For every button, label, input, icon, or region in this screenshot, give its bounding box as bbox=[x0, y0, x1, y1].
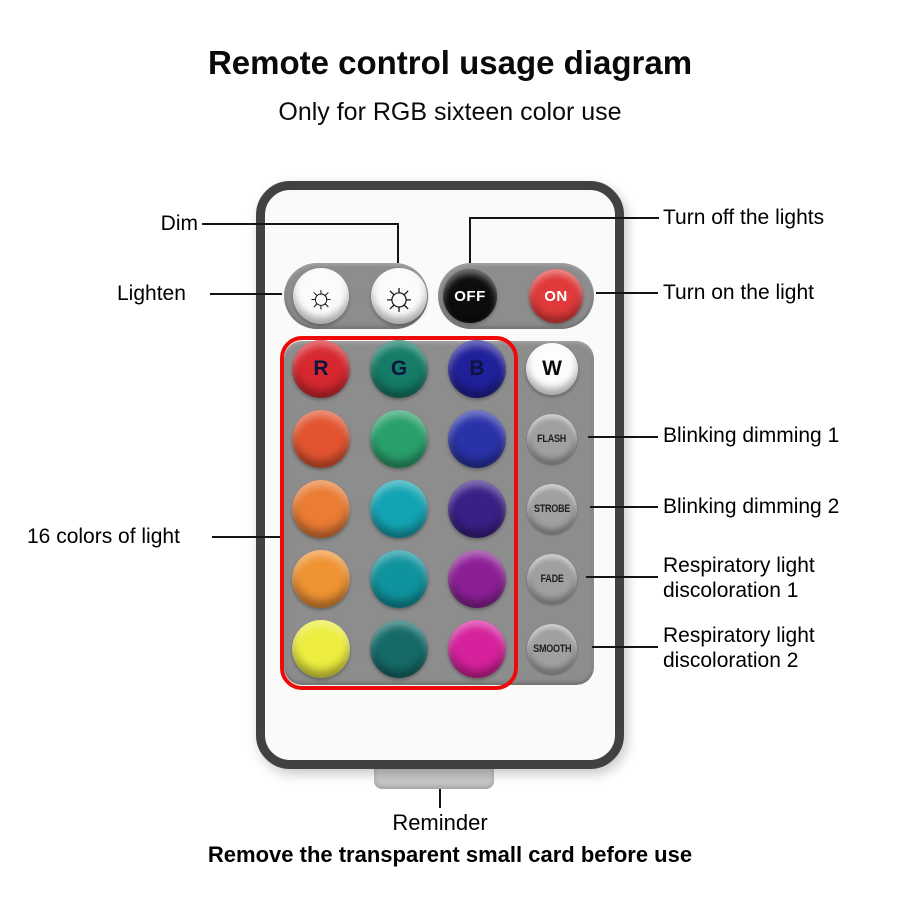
color-button[interactable] bbox=[370, 480, 428, 538]
callout-line-lighten bbox=[210, 293, 282, 295]
callout-line-reminder bbox=[439, 789, 441, 808]
strobe-button-label: STROBE bbox=[533, 503, 571, 515]
off-button-label: OFF bbox=[454, 287, 486, 305]
callout-line-strobe bbox=[590, 506, 658, 508]
callout-turn-on: Turn on the light bbox=[663, 281, 814, 304]
callout-lighten: Lighten bbox=[117, 282, 186, 305]
page-subtitle: Only for RGB sixteen color use bbox=[278, 98, 622, 126]
flash-button[interactable]: FLASH bbox=[527, 414, 577, 464]
color-button-blue[interactable]: B bbox=[448, 340, 506, 398]
callout-blinking-1: Blinking dimming 1 bbox=[663, 424, 840, 447]
fade-button-label: FADE bbox=[540, 573, 564, 585]
callout-line-turnoff-rise bbox=[469, 217, 471, 263]
callout-sixteen-colors: 16 colors of light bbox=[27, 525, 180, 548]
callout-line-sixteen-colors bbox=[212, 536, 280, 538]
dim-sun-icon: ☼ bbox=[306, 278, 336, 314]
color-button[interactable] bbox=[448, 480, 506, 538]
reminder-text: Remove the transparent small card before… bbox=[207, 842, 693, 867]
callout-line-turnon bbox=[596, 292, 658, 294]
color-button[interactable] bbox=[292, 550, 350, 608]
color-button[interactable] bbox=[292, 480, 350, 538]
callout-line-dim-drop bbox=[397, 223, 399, 263]
sixteen-colors-outline bbox=[280, 336, 518, 690]
color-button-label: R bbox=[313, 357, 329, 380]
callout-blinking-2: Blinking dimming 2 bbox=[663, 495, 840, 518]
white-button[interactable]: W bbox=[526, 343, 578, 395]
lighten-button[interactable]: ☼ bbox=[371, 268, 427, 324]
on-button[interactable]: ON bbox=[529, 269, 583, 323]
callout-respiratory-2-line2: discoloration 2 bbox=[663, 649, 799, 672]
color-button[interactable] bbox=[370, 550, 428, 608]
color-button[interactable] bbox=[370, 620, 428, 678]
color-button-label: B bbox=[469, 357, 485, 380]
callout-line-turnoff bbox=[469, 217, 659, 219]
callout-respiratory-1-line2: discoloration 1 bbox=[663, 579, 799, 602]
callout-line-fade bbox=[586, 576, 658, 578]
color-button[interactable] bbox=[448, 620, 506, 678]
callout-line-smooth bbox=[592, 646, 658, 648]
page-title: Remote control usage diagram bbox=[207, 44, 693, 81]
callout-respiratory-2-line1: Respiratory light bbox=[663, 624, 815, 647]
color-button[interactable] bbox=[448, 550, 506, 608]
white-button-label: W bbox=[542, 357, 562, 380]
color-button-label: G bbox=[390, 357, 408, 380]
color-button[interactable] bbox=[370, 410, 428, 468]
strobe-button[interactable]: STROBE bbox=[527, 484, 577, 534]
dim-button[interactable]: ☼ bbox=[293, 268, 349, 324]
lighten-sun-icon: ☼ bbox=[380, 274, 418, 318]
callout-respiratory-1-line1: Respiratory light bbox=[663, 554, 815, 577]
callout-respiratory-1: Respiratory light discoloration 1 bbox=[663, 553, 815, 603]
color-button[interactable] bbox=[292, 410, 350, 468]
callout-turn-off: Turn off the lights bbox=[663, 206, 825, 229]
flash-button-label: FLASH bbox=[537, 433, 567, 445]
color-button-green[interactable]: G bbox=[370, 340, 428, 398]
smooth-button[interactable]: SMOOTH bbox=[527, 624, 577, 674]
color-button-red[interactable]: R bbox=[292, 340, 350, 398]
off-button[interactable]: OFF bbox=[443, 269, 497, 323]
callout-line-flash bbox=[588, 436, 658, 438]
callout-respiratory-2: Respiratory light discoloration 2 bbox=[663, 623, 815, 673]
color-button[interactable] bbox=[292, 620, 350, 678]
on-button-label: ON bbox=[544, 287, 568, 305]
reminder-title: Reminder bbox=[392, 810, 488, 835]
color-button[interactable] bbox=[448, 410, 506, 468]
transparent-card-tab bbox=[374, 769, 494, 789]
callout-dim: Dim bbox=[160, 212, 198, 235]
smooth-button-label: SMOOTH bbox=[532, 643, 572, 655]
callout-line-dim bbox=[202, 223, 399, 225]
fade-button[interactable]: FADE bbox=[527, 554, 577, 604]
